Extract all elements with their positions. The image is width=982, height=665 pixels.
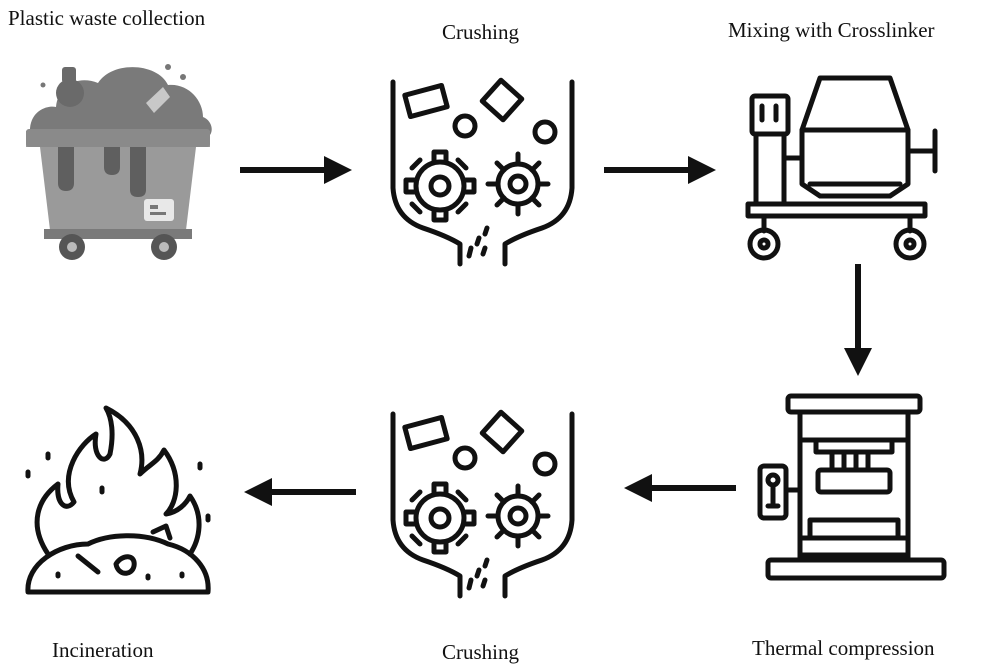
arrow-down-icon <box>844 264 872 376</box>
crusher-icon <box>390 77 575 267</box>
label-incineration: Incineration <box>52 638 154 662</box>
arrow-right-icon <box>240 156 352 184</box>
incineration-fire-icon <box>25 405 211 595</box>
label-crushing-top: Crushing <box>442 20 520 44</box>
mixer-icon <box>745 75 938 261</box>
arrow-left-icon <box>624 474 736 502</box>
thermal-press-icon <box>757 393 947 581</box>
label-mixing-with-crosslinker: Mixing with Crosslinker <box>728 18 935 42</box>
label-crushing-bottom: Crushing <box>442 640 520 664</box>
arrow-left-icon <box>244 478 356 506</box>
arrow-right-icon <box>604 156 716 184</box>
crusher-icon-bottom <box>390 409 575 599</box>
label-plastic-waste-collection: Plastic waste collection <box>8 6 206 30</box>
label-thermal-compression: Thermal compression <box>752 636 935 660</box>
waste-bin-icon <box>26 64 212 260</box>
